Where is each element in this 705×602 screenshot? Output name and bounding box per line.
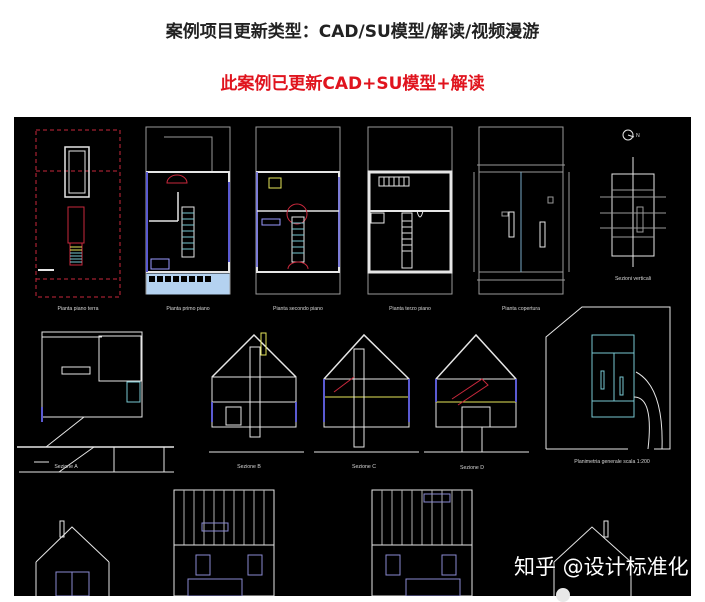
label-section-d: Sezione D bbox=[460, 465, 484, 471]
label-section-a: Sezione A bbox=[54, 464, 78, 470]
section-c bbox=[314, 333, 419, 453]
section-b bbox=[209, 332, 304, 453]
site-plan bbox=[545, 306, 671, 450]
cad-drawing-canvas: Pianta piano terra Pianta primo piano Pi… bbox=[17, 126, 671, 596]
section-d bbox=[424, 333, 529, 453]
elevation-north bbox=[35, 520, 110, 596]
page-subtitle: 此案例已更新CAD+SU模型+解读 bbox=[220, 74, 485, 94]
plan-second-floor bbox=[255, 126, 341, 295]
section-a bbox=[17, 331, 174, 473]
label-section-b: Sezione B bbox=[237, 464, 261, 470]
plan-first-floor bbox=[145, 126, 231, 295]
label-section-c: Sezione C bbox=[352, 464, 376, 470]
north-arrow-icon bbox=[622, 129, 634, 141]
label-site-plan: Planimetria generale scala 1:200 bbox=[574, 459, 650, 465]
elevation-south bbox=[553, 520, 632, 596]
plan-third-floor bbox=[367, 126, 453, 295]
page-title: 案例项目更新类型：CAD/SU模型/解读/视频漫游 bbox=[165, 22, 540, 42]
label-roof: Pianta copertura bbox=[502, 306, 540, 312]
section-key-plan bbox=[600, 129, 666, 267]
watermark-avatar-icon bbox=[556, 588, 570, 602]
north-label: N bbox=[636, 133, 640, 139]
label-sections-key: Sezioni verticali bbox=[615, 276, 651, 282]
zhihu-watermark: 知乎 @设计标准化 bbox=[514, 555, 689, 579]
label-second-floor: Pianta secondo piano bbox=[273, 306, 323, 312]
elevation-east bbox=[173, 489, 275, 596]
label-third-floor: Pianta terzo piano bbox=[389, 306, 431, 312]
elevation-west bbox=[371, 489, 473, 596]
label-first-floor: Pianta primo piano bbox=[166, 306, 209, 312]
label-ground-floor: Pianta piano terra bbox=[58, 306, 99, 312]
plan-ground-floor bbox=[35, 129, 121, 298]
plan-roof bbox=[473, 126, 570, 295]
cad-drawing-sheet: Pianta piano terra Pianta primo piano Pi… bbox=[14, 117, 691, 596]
